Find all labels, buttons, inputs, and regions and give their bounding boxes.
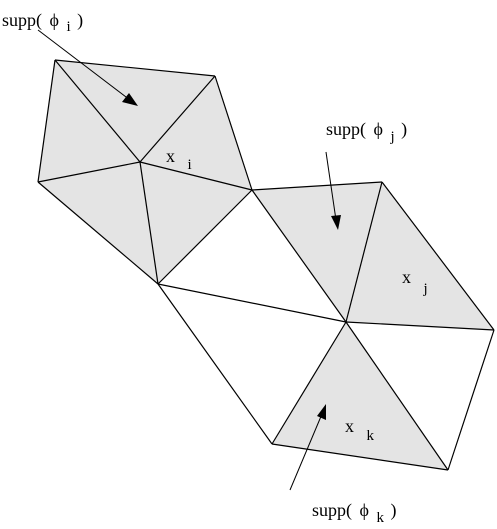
arrow-supp-i bbox=[37, 29, 138, 106]
svg-text:x j: x j bbox=[402, 267, 428, 297]
label-supp-phi-k: supp( ϕ k ) bbox=[312, 500, 396, 526]
supp-i-sub: i bbox=[66, 19, 70, 35]
label-node-x-i: x i bbox=[166, 146, 192, 173]
supp-i-close: ) bbox=[77, 10, 83, 31]
node-j-text: x bbox=[402, 267, 411, 287]
svg-text:x k: x k bbox=[345, 416, 375, 444]
supp-k-close: ) bbox=[390, 500, 396, 521]
mesh-edges bbox=[37, 59, 495, 471]
support-region-j bbox=[252, 182, 494, 330]
label-supp-phi-i: supp( ϕ i ) bbox=[2, 10, 83, 35]
supp-j-text: supp( bbox=[326, 119, 366, 140]
supp-k-sub: k bbox=[376, 510, 384, 526]
supp-k-text: supp( bbox=[312, 500, 352, 521]
svg-text:supp( ϕ k ): supp( ϕ k ) bbox=[312, 500, 396, 526]
svg-text:x i: x i bbox=[166, 146, 192, 173]
node-k-sub: k bbox=[367, 428, 375, 444]
arrow-supp-k bbox=[289, 404, 326, 491]
supp-j-phi: ϕ bbox=[374, 119, 383, 139]
label-node-x-j: x j bbox=[402, 267, 428, 297]
svg-text:supp( ϕ j ): supp( ϕ j ) bbox=[326, 119, 407, 145]
node-j-sub: j bbox=[423, 281, 428, 297]
node-k-text: x bbox=[345, 416, 354, 436]
label-node-x-k: x k bbox=[345, 416, 375, 444]
support-region-i bbox=[38, 60, 252, 284]
support-region-k bbox=[272, 322, 448, 470]
arrow-supp-j bbox=[325, 151, 341, 230]
svg-text:supp( ϕ i ): supp( ϕ i ) bbox=[2, 10, 83, 35]
label-supp-phi-j: supp( ϕ j ) bbox=[326, 119, 407, 145]
supp-j-sub: j bbox=[389, 129, 394, 145]
supp-k-phi: ϕ bbox=[360, 500, 369, 520]
supp-j-close: ) bbox=[401, 119, 407, 140]
supp-i-phi: ϕ bbox=[50, 10, 59, 30]
node-i-sub: i bbox=[188, 157, 192, 173]
supp-i-text: supp( bbox=[2, 10, 42, 31]
node-i-text: x bbox=[166, 146, 175, 166]
